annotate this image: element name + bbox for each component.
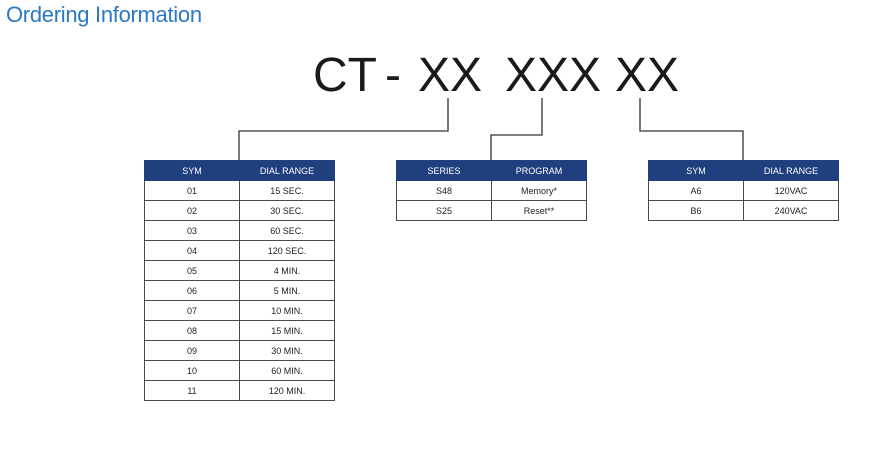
table-cell: 240VAC [743, 200, 839, 221]
table-cell: 07 [144, 300, 240, 321]
code-segment-3: XX [615, 49, 680, 102]
table-cell: 60 SEC. [239, 220, 335, 241]
table-cell: Reset** [491, 200, 587, 221]
table-cell: S48 [396, 180, 492, 201]
code-prefix: CT [313, 49, 377, 102]
table-cell: 10 MIN. [239, 300, 335, 321]
table-cell: 5 MIN. [239, 280, 335, 301]
table-cell: 120 MIN. [239, 380, 335, 401]
table-cell: 11 [144, 380, 240, 401]
table-cell: 10 [144, 360, 240, 381]
table-cell: 05 [144, 260, 240, 281]
code-dash: - [385, 49, 401, 102]
table-cell: 08 [144, 320, 240, 341]
table-cell: 4 MIN. [239, 260, 335, 281]
table-cell: 04 [144, 240, 240, 261]
table-cell: 06 [144, 280, 240, 301]
column-header: DIAL RANGE [239, 160, 335, 181]
table-cell: 30 MIN. [239, 340, 335, 361]
table-cell: 15 SEC. [239, 180, 335, 201]
table-cell: 01 [144, 180, 240, 201]
code-segment-1: XX [418, 49, 483, 102]
table-cell: A6 [648, 180, 744, 201]
table-cell: B6 [648, 200, 744, 221]
column-header: SYM [648, 160, 744, 181]
column-header: SERIES [396, 160, 492, 181]
connector-series [490, 98, 543, 160]
column-header: DIAL RANGE [743, 160, 839, 181]
table-cell: Memory* [491, 180, 587, 201]
table-cell: S25 [396, 200, 492, 221]
page-title: Ordering Information [6, 2, 202, 27]
connector-voltage [639, 98, 744, 160]
table-cell: 02 [144, 200, 240, 221]
table-cell: 60 MIN. [239, 360, 335, 381]
table-cell: 03 [144, 220, 240, 241]
column-header: SYM [144, 160, 240, 181]
code-segment-2: XXX [505, 49, 602, 102]
table-cell: 120 SEC. [239, 240, 335, 261]
table-cell: 09 [144, 340, 240, 361]
table-cell: 30 SEC. [239, 200, 335, 221]
column-header: PROGRAM [491, 160, 587, 181]
connector-dial-range [238, 98, 449, 160]
table-cell: 15 MIN. [239, 320, 335, 341]
table-cell: 120VAC [743, 180, 839, 201]
